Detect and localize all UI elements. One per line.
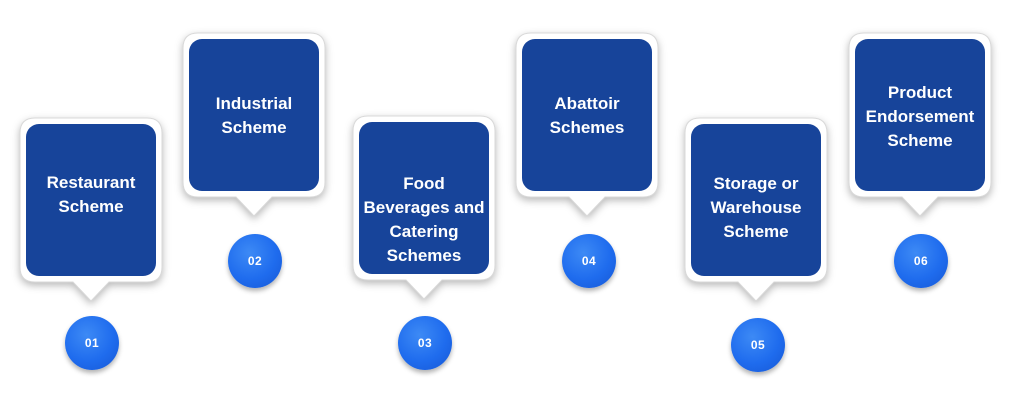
card-callout-shape	[515, 32, 659, 217]
step-card-05: Storage or Warehouse Scheme	[682, 115, 830, 302]
card-callout-shape	[182, 32, 326, 217]
step-label-05: Storage or Warehouse Scheme	[710, 174, 802, 241]
step-badge-05: 05	[731, 318, 785, 372]
step-label-06: Product Endorsement Scheme	[865, 83, 975, 150]
step-label-02: Industrial Scheme	[215, 94, 293, 137]
step-badge-03: 03	[398, 316, 452, 370]
step-card-01: Restaurant Scheme	[17, 115, 165, 302]
step-card-03: Food Beverages and Catering Schemes	[350, 113, 498, 300]
card-callout-shape	[19, 117, 163, 302]
step-badge-01: 01	[65, 316, 119, 370]
step-label-01: Restaurant Scheme	[46, 172, 136, 216]
card-callout-shape	[684, 117, 828, 302]
card-callout-shape	[352, 115, 496, 300]
step-card-02: Industrial Scheme	[180, 30, 328, 217]
card-callout-shape	[848, 32, 992, 217]
step-card-04: Abattoir Schemes	[513, 30, 661, 217]
step-badge-06: 06	[894, 234, 948, 288]
step-badge-04: 04	[562, 234, 616, 288]
step-badge-02: 02	[228, 234, 282, 288]
step-label-04: Abattoir Schemes	[549, 94, 625, 137]
step-label-03: Food Beverages and Catering Schemes	[363, 174, 485, 265]
step-card-06: Product Endorsement Scheme	[846, 30, 994, 217]
